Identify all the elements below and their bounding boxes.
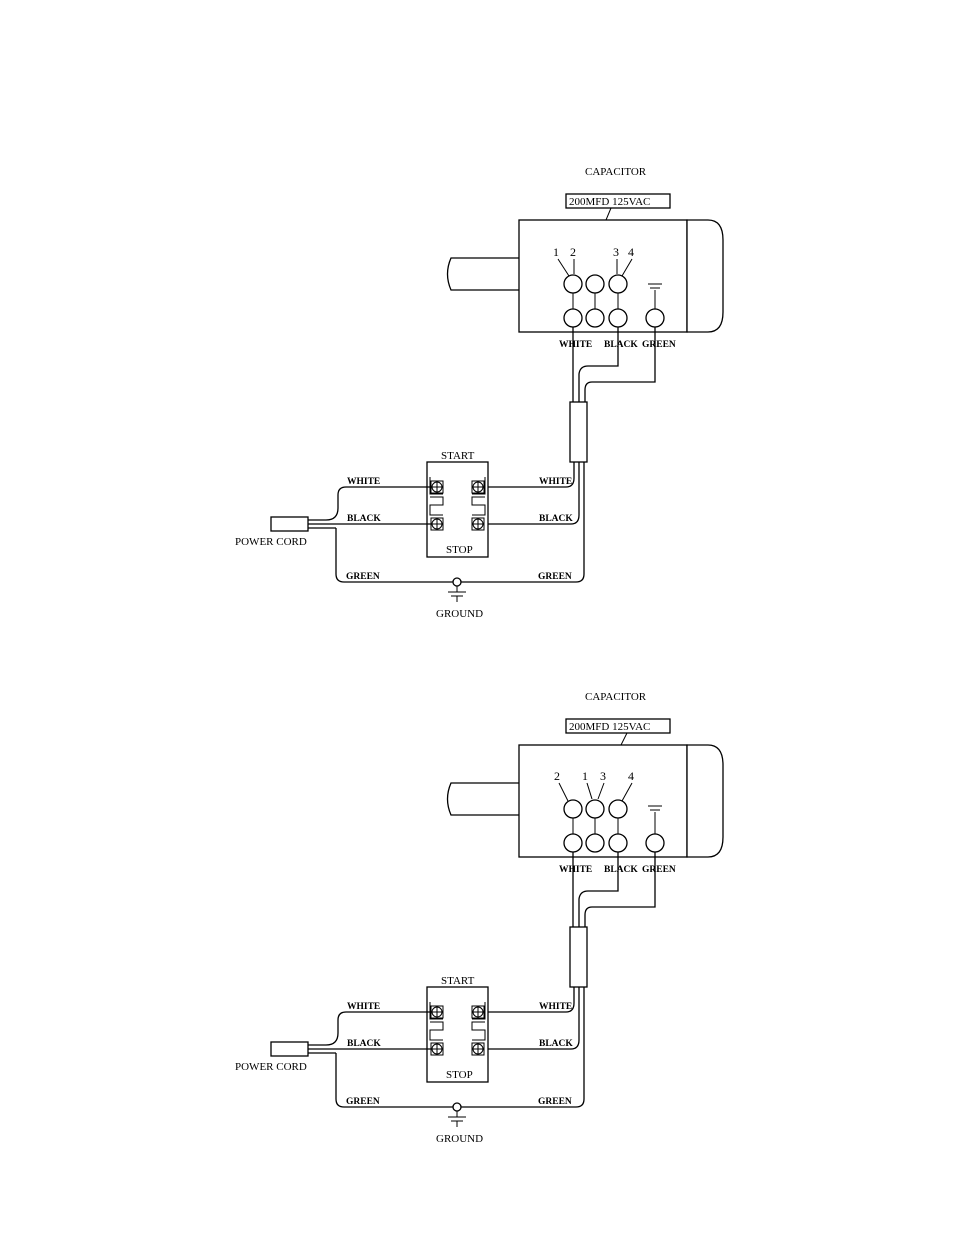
terminal-top-1 [564,800,582,818]
terminal-bottom-3 [609,309,627,327]
capacitor-lead [606,208,611,220]
start-stop-switch[interactable]: START STOP [427,450,488,557]
wiring-diagram-2: CAPACITOR 200MFD 125VAC 2 1 3 4 [235,691,723,1145]
switch-out-green-label: GREEN [538,572,572,582]
motor-wire-green-label: GREEN [642,340,676,350]
terminal-bottom-1 [564,834,582,852]
motor-end-cap [687,745,723,857]
cord-white-label: WHITE [347,1002,380,1012]
start-stop-switch[interactable]: START STOP [427,975,488,1082]
cable-sleeve [570,402,587,462]
cord-green-label: GREEN [346,572,380,582]
motor-wire-black-label: BLACK [604,340,638,350]
capacitor-rating: 200MFD 125VAC [569,721,650,733]
switch-out-black-label: BLACK [539,514,573,524]
switch-out-white-label: WHITE [539,1002,572,1012]
motor-shaft [448,258,520,290]
motor-wire-white-label: WHITE [559,340,592,350]
power-cord-plug [271,1042,308,1056]
terminal-number-4: 4 [628,245,634,259]
terminal-bottom-1 [564,309,582,327]
cord-black-label: BLACK [347,1039,381,1049]
terminal-ground [646,309,664,327]
power-cord-plug [271,517,308,531]
terminal-number-2: 2 [570,245,576,259]
switch-stop-label: STOP [446,1069,473,1081]
terminal-number-2: 2 [554,769,560,783]
motor-wire-green-label: GREEN [642,865,676,875]
cord-white-label: WHITE [347,477,380,487]
capacitor-lead [621,733,627,745]
terminal-number-3: 3 [600,769,606,783]
ground-label: GROUND [436,1133,483,1145]
terminal-number-3: 3 [613,245,619,259]
capacitor-label: CAPACITOR [585,166,647,178]
switch-out-black-label: BLACK [539,1039,573,1049]
motor-end-cap [687,220,723,332]
terminal-top-3 [609,800,627,818]
switch-out-green-label: GREEN [538,1097,572,1107]
terminal-number-4: 4 [628,769,634,783]
switch-body[interactable] [427,987,488,1082]
motor-wire-green [585,852,655,927]
cable-sleeve [570,927,587,987]
terminal-top-1 [564,275,582,293]
motor-shaft [448,783,520,815]
switch-out-white-label: WHITE [539,477,572,487]
motor [448,745,724,857]
switch-body[interactable] [427,462,488,557]
terminal-number-1: 1 [553,245,559,259]
ground-label: GROUND [436,608,483,620]
capacitor-label: CAPACITOR [585,691,647,703]
terminal-top-2 [586,275,604,293]
terminal-top-2 [586,800,604,818]
capacitor-rating: 200MFD 125VAC [569,196,650,208]
motor-wire-black-label: BLACK [604,865,638,875]
terminal-bottom-3 [609,834,627,852]
motor-wire-green [585,327,655,402]
terminal-ground [646,834,664,852]
terminal-bottom-2 [586,309,604,327]
wiring-diagram-1: CAPACITOR 200MFD 125VAC 1 2 3 4 [235,166,723,620]
cord-green-label: GREEN [346,1097,380,1107]
switch-stop-label: STOP [446,544,473,556]
motor [448,220,724,332]
terminal-top-3 [609,275,627,293]
power-cord-label: POWER CORD [235,536,307,548]
terminal-number-1: 1 [582,769,588,783]
power-cord-label: POWER CORD [235,1061,307,1073]
cord-black-label: BLACK [347,514,381,524]
switch-start-label: START [441,450,475,462]
motor-wire-white-label: WHITE [559,865,592,875]
terminal-bottom-2 [586,834,604,852]
switch-start-label: START [441,975,475,987]
